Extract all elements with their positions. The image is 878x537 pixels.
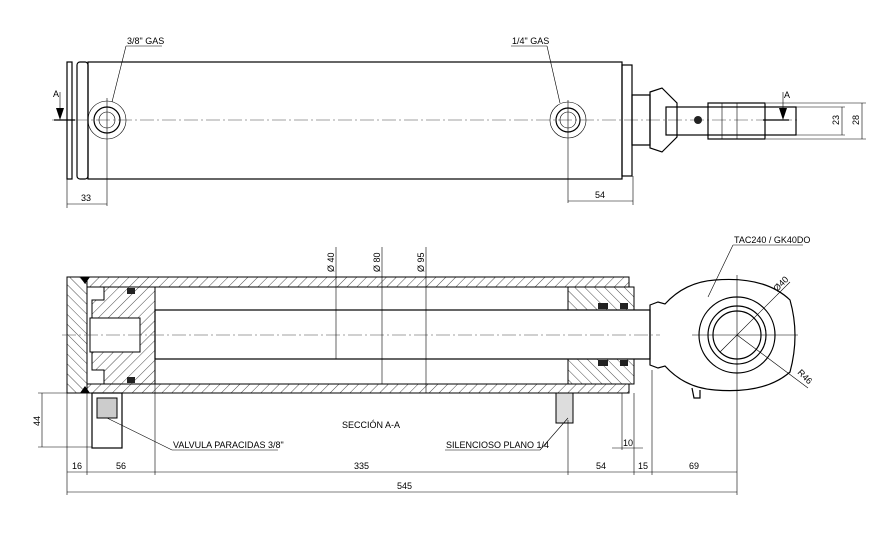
svg-text:Ø40: Ø40 bbox=[771, 274, 790, 293]
top-view: 3/8" GAS 1/4" GAS A A 33 54 23 28 bbox=[52, 36, 866, 208]
svg-text:33: 33 bbox=[81, 193, 91, 203]
silencer: SILENCIOSO PLANO 1/4 bbox=[445, 392, 574, 451]
valve: VALVULA PARACIDAS 3/8" bbox=[91, 392, 284, 451]
svg-text:15: 15 bbox=[638, 461, 648, 471]
svg-text:44: 44 bbox=[32, 416, 42, 426]
svg-text:69: 69 bbox=[689, 461, 699, 471]
svg-text:545: 545 bbox=[397, 481, 412, 491]
svg-text:Ø 80: Ø 80 bbox=[372, 252, 382, 272]
svg-text:10: 10 bbox=[623, 438, 633, 448]
diameter-dims: Ø 40 Ø 80 Ø 95 bbox=[326, 247, 427, 393]
svg-text:16: 16 bbox=[72, 461, 82, 471]
svg-text:A: A bbox=[53, 89, 59, 99]
section-title: SECCIÓN A-A bbox=[342, 420, 400, 430]
svg-text:23: 23 bbox=[831, 115, 841, 125]
port-left-label: 3/8" GAS bbox=[127, 36, 164, 46]
silencer-label: SILENCIOSO PLANO 1/4 bbox=[446, 440, 549, 450]
svg-text:28: 28 bbox=[851, 115, 861, 125]
svg-text:335: 335 bbox=[354, 461, 369, 471]
section-mark-left: A bbox=[53, 89, 75, 121]
svg-text:R46: R46 bbox=[796, 367, 815, 386]
svg-text:54: 54 bbox=[595, 190, 605, 200]
port-right-label: 1/4" GAS bbox=[512, 36, 549, 46]
port-3-8-gas: 3/8" GAS bbox=[87, 36, 164, 206]
rod-eye: TAC240 / GK40DO Ø40 R46 bbox=[649, 235, 815, 495]
svg-text:A: A bbox=[784, 90, 790, 100]
valve-label: VALVULA PARACIDAS 3/8" bbox=[173, 440, 284, 450]
svg-text:56: 56 bbox=[116, 461, 126, 471]
port-1-4-gas: 1/4" GAS bbox=[511, 36, 587, 203]
section-mark-right: A bbox=[779, 90, 790, 120]
svg-text:Ø 95: Ø 95 bbox=[416, 252, 426, 272]
section-view: TAC240 / GK40DO Ø40 R46 VALVULA PARACIDA… bbox=[32, 235, 814, 495]
top-dimensions: 33 54 23 28 bbox=[66, 102, 866, 208]
rod-end-label: TAC240 / GK40DO bbox=[734, 235, 810, 245]
rod-end-top bbox=[631, 87, 797, 153]
section-dimensions: 16 56 335 54 15 69 10 545 44 bbox=[32, 370, 737, 495]
svg-text:Ø 40: Ø 40 bbox=[326, 252, 336, 272]
svg-text:54: 54 bbox=[596, 461, 606, 471]
